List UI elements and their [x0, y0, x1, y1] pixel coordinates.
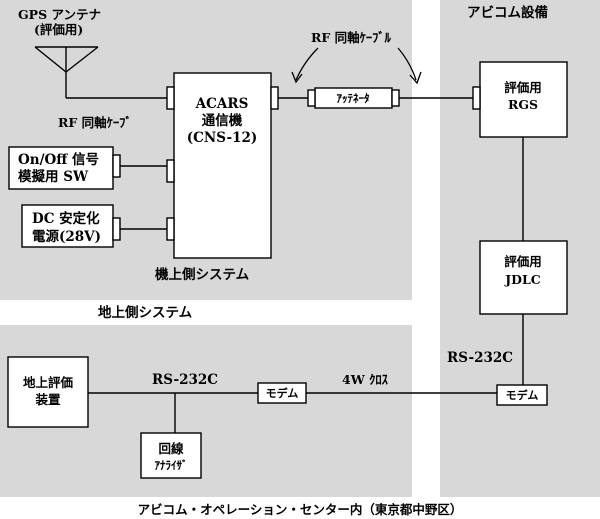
line-analyzer-label-1: 回線: [158, 441, 184, 456]
line-analyzer-label-2: ｱﾅﾗｲｻﾞ: [155, 458, 188, 472]
jdlc-label-1: 評価用: [504, 254, 542, 269]
rgs-box: [479, 61, 568, 138]
ground-eval-label-1: 地上評価: [23, 375, 74, 390]
modem-right-box: [496, 384, 548, 406]
avicom-facility-label: アビコム設備: [467, 4, 548, 21]
jdlc-box: [479, 240, 568, 315]
rgs-label-2: RGS: [508, 97, 538, 112]
rgs-label-1: 評価用: [504, 80, 542, 95]
modem-left-label: モデム: [266, 386, 299, 400]
jdlc-label-2: JDLC: [504, 272, 541, 287]
gps-antenna-icon: [34, 46, 99, 98]
line-analyzer-box: [140, 432, 202, 479]
acars-label-2: 通信機: [202, 112, 243, 129]
acars-box: [173, 72, 272, 259]
rf-cable-top-label: RF 同軸ｹｰﾌﾞﾙ: [311, 30, 392, 45]
gps-antenna-sublabel: (評価用): [34, 22, 83, 37]
ground-system-top-label: 地上側システム: [98, 304, 192, 321]
ground-eval-box: [7, 356, 89, 428]
acars-label-3: (CNS-12): [187, 130, 258, 146]
rf-cable-arrow-left-icon: [291, 47, 319, 84]
bottom-caption: アビコム・オペレーション・センター内（東京都中野区）: [138, 502, 463, 517]
cross-4w-label: 4W ｸﾛｽ: [342, 372, 389, 387]
ground-eval-label-2: 装置: [34, 392, 61, 407]
attenuator-label: ｱｯﾃﾈｰﾀ: [337, 92, 370, 105]
airborne-system-label: 機上側システム: [155, 266, 249, 283]
acars-label-1: ACARS: [195, 96, 249, 112]
gps-antenna-label: GPS アンテナ: [18, 7, 101, 22]
rs232c-left-label: RS-232C: [152, 372, 218, 388]
dc-power-label-2: 電源(28V): [32, 228, 101, 245]
modem-right-label: モデム: [506, 388, 539, 402]
rf-cable-left-label: RF 同軸ｹｰﾌﾞ: [58, 115, 132, 130]
dc-power-box: [21, 204, 114, 248]
dc-power-label-1: DC 安定化: [32, 210, 100, 227]
rs232c-right-label: RS-232C: [447, 350, 513, 366]
onoff-sw-label-2: 模擬用 SW: [18, 168, 89, 185]
rf-cable-arrow-right-icon: [397, 47, 422, 85]
onoff-sw-label-1: On/Off 信号: [18, 151, 99, 168]
